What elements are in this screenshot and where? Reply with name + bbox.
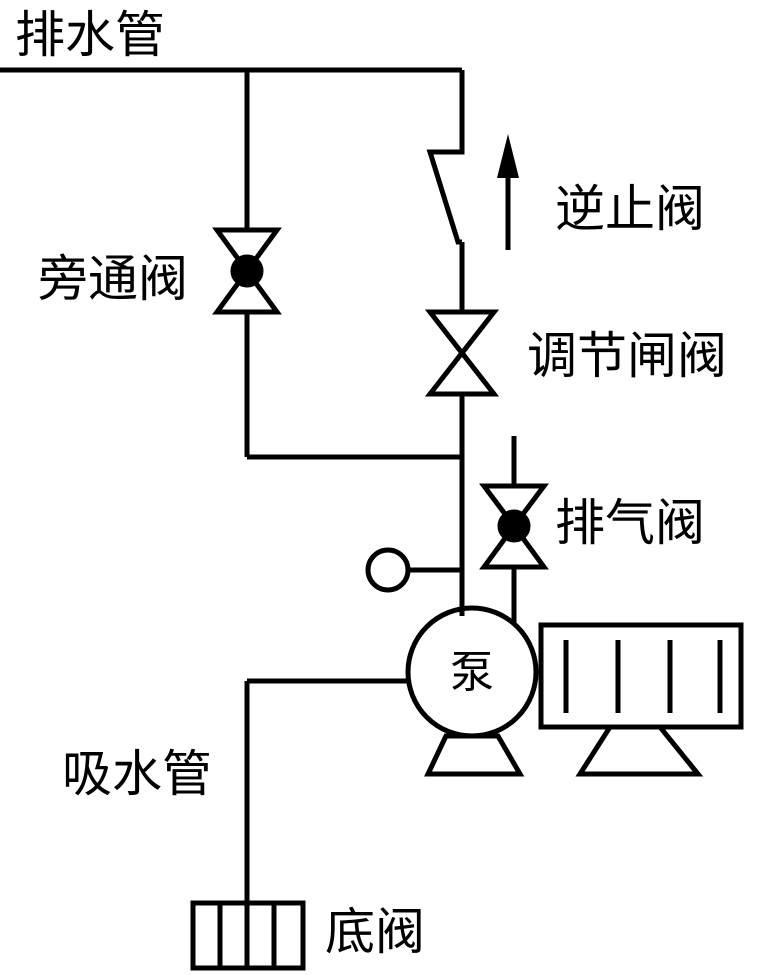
foot-valve-symbol [190, 900, 306, 971]
bypass-branch [244, 70, 462, 460]
gate-valve-upper-triangle [424, 309, 500, 358]
bypass-valve-upper-triangle [212, 227, 282, 276]
regulating-gate-valve-symbol [424, 309, 500, 397]
pressure-gauge [365, 547, 462, 593]
suction-pipe-label: 吸水管 [62, 745, 212, 803]
pump [405, 605, 539, 777]
bypass-valve-symbol [212, 227, 282, 315]
main-riser [426, 70, 465, 616]
check-valve-symbol [426, 149, 465, 245]
gate-valve-lower-triangle [424, 348, 500, 397]
bypass-valve-label: 旁通阀 [38, 250, 188, 308]
check-valve-label: 逆止阀 [555, 180, 705, 238]
check-valve-arrow-head [497, 134, 519, 178]
bypass-valve-dot [230, 254, 264, 288]
vent-valve-upper-triangle [479, 483, 549, 531]
regulating-gate-valve-label: 调节闸阀 [527, 327, 727, 385]
check-valve-arrow [497, 134, 519, 250]
foot-valve-label: 底阀 [325, 903, 425, 961]
pump-label: 泵 [450, 647, 494, 698]
motor-body [538, 622, 744, 730]
vent-valve-dot [497, 509, 531, 543]
vent-valve-label: 排气阀 [555, 494, 705, 552]
discharge-pipe-label: 排水管 [15, 6, 165, 64]
pressure-gauge-circle [365, 547, 411, 593]
suction-pipe [244, 678, 409, 903]
vent-valve [479, 436, 549, 624]
motor [538, 622, 744, 777]
bypass-valve-lower-triangle [212, 266, 282, 315]
pump-base [424, 733, 525, 777]
motor-base [575, 724, 704, 777]
